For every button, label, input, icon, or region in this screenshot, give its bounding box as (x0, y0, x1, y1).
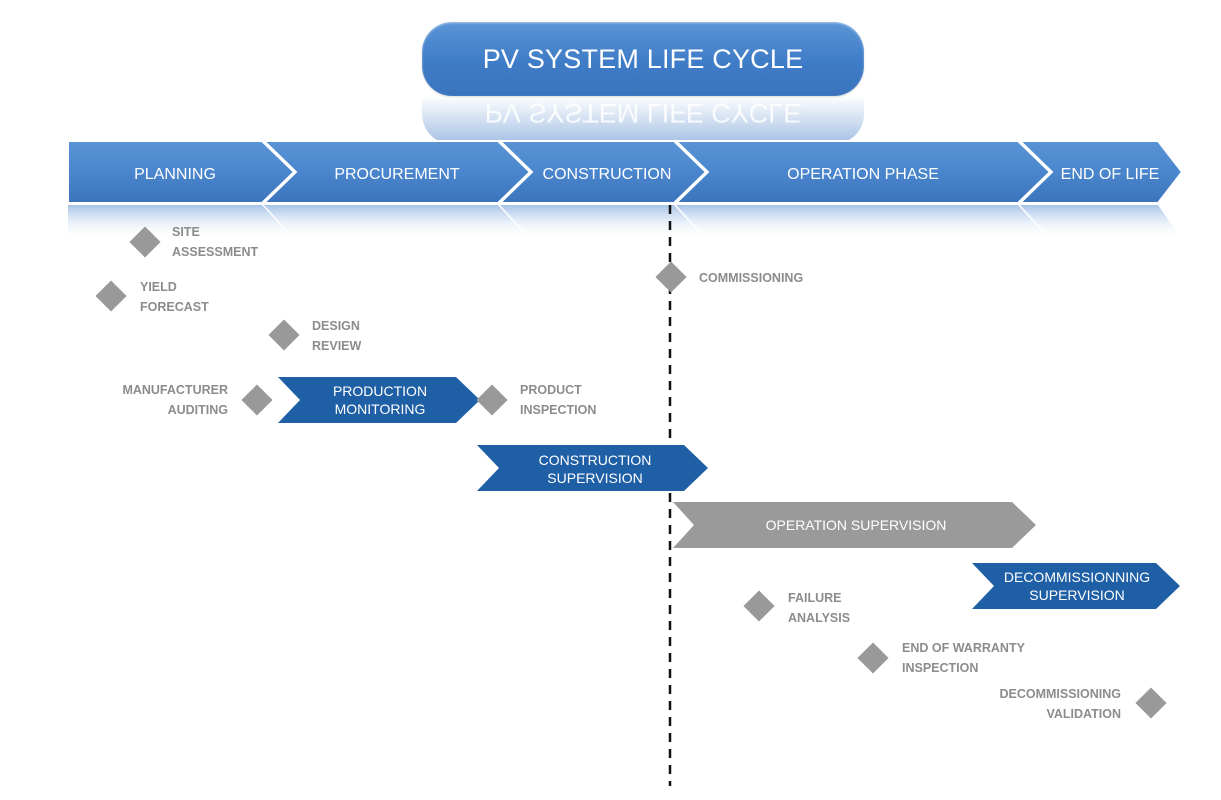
activity-construction-supervision-shape (477, 445, 708, 491)
phase-band: PLANNING PROCUREMENT CONSTRUCTION OPERAT… (67, 140, 1184, 240)
activity-decommissioning-supervision-label-2: SUPERVISION (1029, 587, 1124, 603)
phase-operation-label: OPERATION PHASE (787, 166, 939, 183)
milestone-label: FAILURE ANALYSIS (788, 591, 851, 625)
activity-decommissioning-supervision-shape (972, 563, 1180, 609)
activity-construction-supervision: CONSTRUCTION SUPERVISION (477, 445, 708, 491)
milestone-label: SITE ASSESSMENT (172, 225, 259, 259)
milestone-label: END OF WARRANTY INSPECTION (902, 641, 1025, 675)
phase-construction: CONSTRUCTION (497, 140, 708, 240)
milestone-label: DECOMMISSIONING VALIDATION (999, 687, 1121, 721)
activity-construction-supervision-label-1: CONSTRUCTION (539, 452, 652, 468)
phase-planning: PLANNING (67, 140, 296, 240)
diagram-title-text: PV SYSTEM LIFE CYCLE (482, 44, 804, 74)
phase-operation-shape (673, 140, 1052, 204)
phase-procurement-reflection (264, 205, 530, 240)
phase-construction-reflection (500, 205, 706, 240)
phase-planning-label: PLANNING (134, 166, 216, 183)
diagram-title: PV SYSTEM LIFE CYCLE (422, 22, 864, 96)
activity-decommissioning-supervision: DECOMMISSIONNING SUPERVISION (972, 563, 1180, 609)
phase-operation: OPERATION PHASE (673, 140, 1052, 240)
phase-end-of-life-label: END OF LIFE (1061, 166, 1160, 183)
phase-procurement: PROCUREMENT (261, 140, 532, 240)
milestone-label: PRODUCT INSPECTION (520, 383, 597, 417)
phase-planning-shape (67, 140, 296, 204)
phase-end-of-life-shape (1017, 140, 1184, 204)
phase-end-of-life: END OF LIFE (1017, 140, 1184, 240)
phase-operation-reflection (676, 205, 1050, 240)
milestone-label: MANUFACTURER AUDITING (122, 383, 228, 417)
phase-procurement-shape (261, 140, 532, 204)
milestone-label: DESIGN REVIEW (312, 319, 362, 353)
phase-procurement-label: PROCUREMENT (334, 166, 460, 183)
activity-production-monitoring-label-2: MONITORING (335, 401, 426, 417)
activity-production-monitoring-shape (278, 377, 480, 423)
phase-end-of-life-reflection (1020, 205, 1182, 240)
milestone-label: COMMISSIONING (699, 271, 804, 285)
activity-production-monitoring-label-1: PRODUCTION (333, 383, 427, 399)
phase-construction-label: CONSTRUCTION (543, 166, 672, 183)
activity-decommissioning-supervision-label-1: DECOMMISSIONNING (1004, 569, 1150, 585)
activity-operation-supervision-shape (673, 502, 1036, 548)
activity-operation-supervision-label: OPERATION SUPERVISION (766, 517, 947, 533)
phase-planning-reflection (68, 205, 294, 240)
activity-production-monitoring: PRODUCTION MONITORING (278, 377, 480, 423)
diagram-title-reflection: PV SYSTEM LIFE CYCLE (422, 96, 864, 144)
phase-construction-shape (497, 140, 708, 204)
activity-operation-supervision: OPERATION SUPERVISION (673, 502, 1036, 548)
milestone-label: YIELD FORECAST (140, 280, 209, 314)
activity-construction-supervision-label-2: SUPERVISION (547, 470, 642, 486)
